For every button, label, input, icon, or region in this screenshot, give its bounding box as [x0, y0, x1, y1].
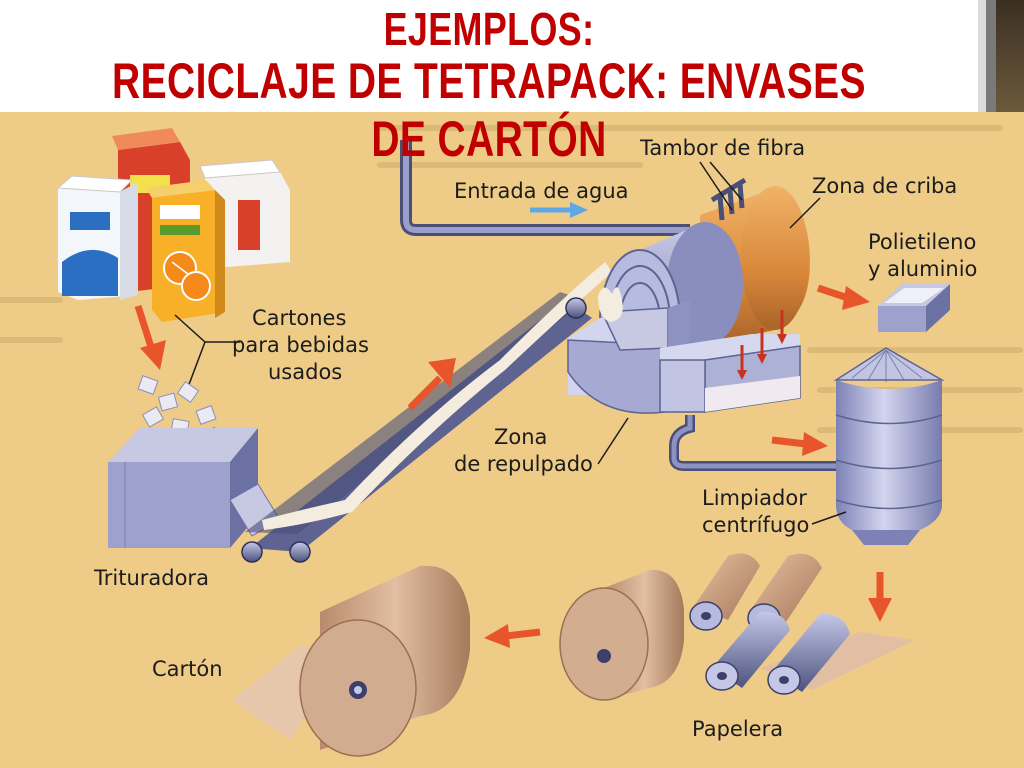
- label-tambor-fibra: Tambor de fibra: [639, 136, 805, 160]
- conveyor-belt: [241, 262, 612, 563]
- repulping-tank: [567, 287, 801, 414]
- arrow-to-carton-roll: [484, 624, 541, 648]
- water-inlet-pipe: [400, 140, 690, 236]
- label-entrada-agua: Entrada de agua: [454, 179, 629, 203]
- right-edge-bar-dark: [986, 0, 996, 112]
- title-bar: EJEMPLOS: RECICLAJE DE TETRAPACK: ENVASE…: [0, 0, 978, 167]
- label-centrifugo: centrífugo: [702, 513, 809, 537]
- label-cartones: Cartones: [252, 306, 346, 330]
- label-carton: Cartón: [152, 657, 223, 681]
- label-papelera: Papelera: [692, 717, 783, 741]
- arrow-along-conveyor: [407, 358, 456, 411]
- label-de-repulpado: de repulpado: [454, 452, 593, 476]
- beverage-cartons: [56, 128, 290, 322]
- arrow-to-polyethylene: [816, 284, 870, 310]
- right-edge-image-strip: [996, 0, 1024, 112]
- arrow-to-shredder: [134, 304, 166, 370]
- slide-title-line-2: RECICLAJE DE TETRAPACK: ENVASES DE CARTÓ…: [112, 53, 866, 167]
- carton-roll: [232, 565, 470, 757]
- diagram-labels: Tambor de fibra Entrada de agua Zona de …: [93, 136, 977, 741]
- centrifugal-cleaner: [833, 347, 945, 545]
- right-edge-bar-light: [978, 0, 986, 112]
- label-usados: usados: [268, 360, 342, 384]
- paper-machine: [559, 553, 915, 701]
- label-zona: Zona: [494, 425, 547, 449]
- arrow-to-cleaner: [771, 432, 828, 456]
- label-polietileno: Polietileno: [868, 230, 976, 254]
- label-para-bebidas: para bebidas: [232, 333, 369, 357]
- label-trituradora: Trituradora: [93, 566, 209, 590]
- slide-title-line-1: EJEMPLOS:: [383, 3, 595, 55]
- label-aluminio: y aluminio: [868, 257, 977, 281]
- label-zona-criba: Zona de criba: [812, 174, 957, 198]
- arrow-to-paper-mill: [868, 572, 892, 622]
- label-limpiador: Limpiador: [702, 486, 807, 510]
- polyethylene-aluminum-tray: [878, 284, 950, 332]
- recycling-process-diagram: Tambor de fibra Entrada de agua Zona de …: [0, 112, 1024, 768]
